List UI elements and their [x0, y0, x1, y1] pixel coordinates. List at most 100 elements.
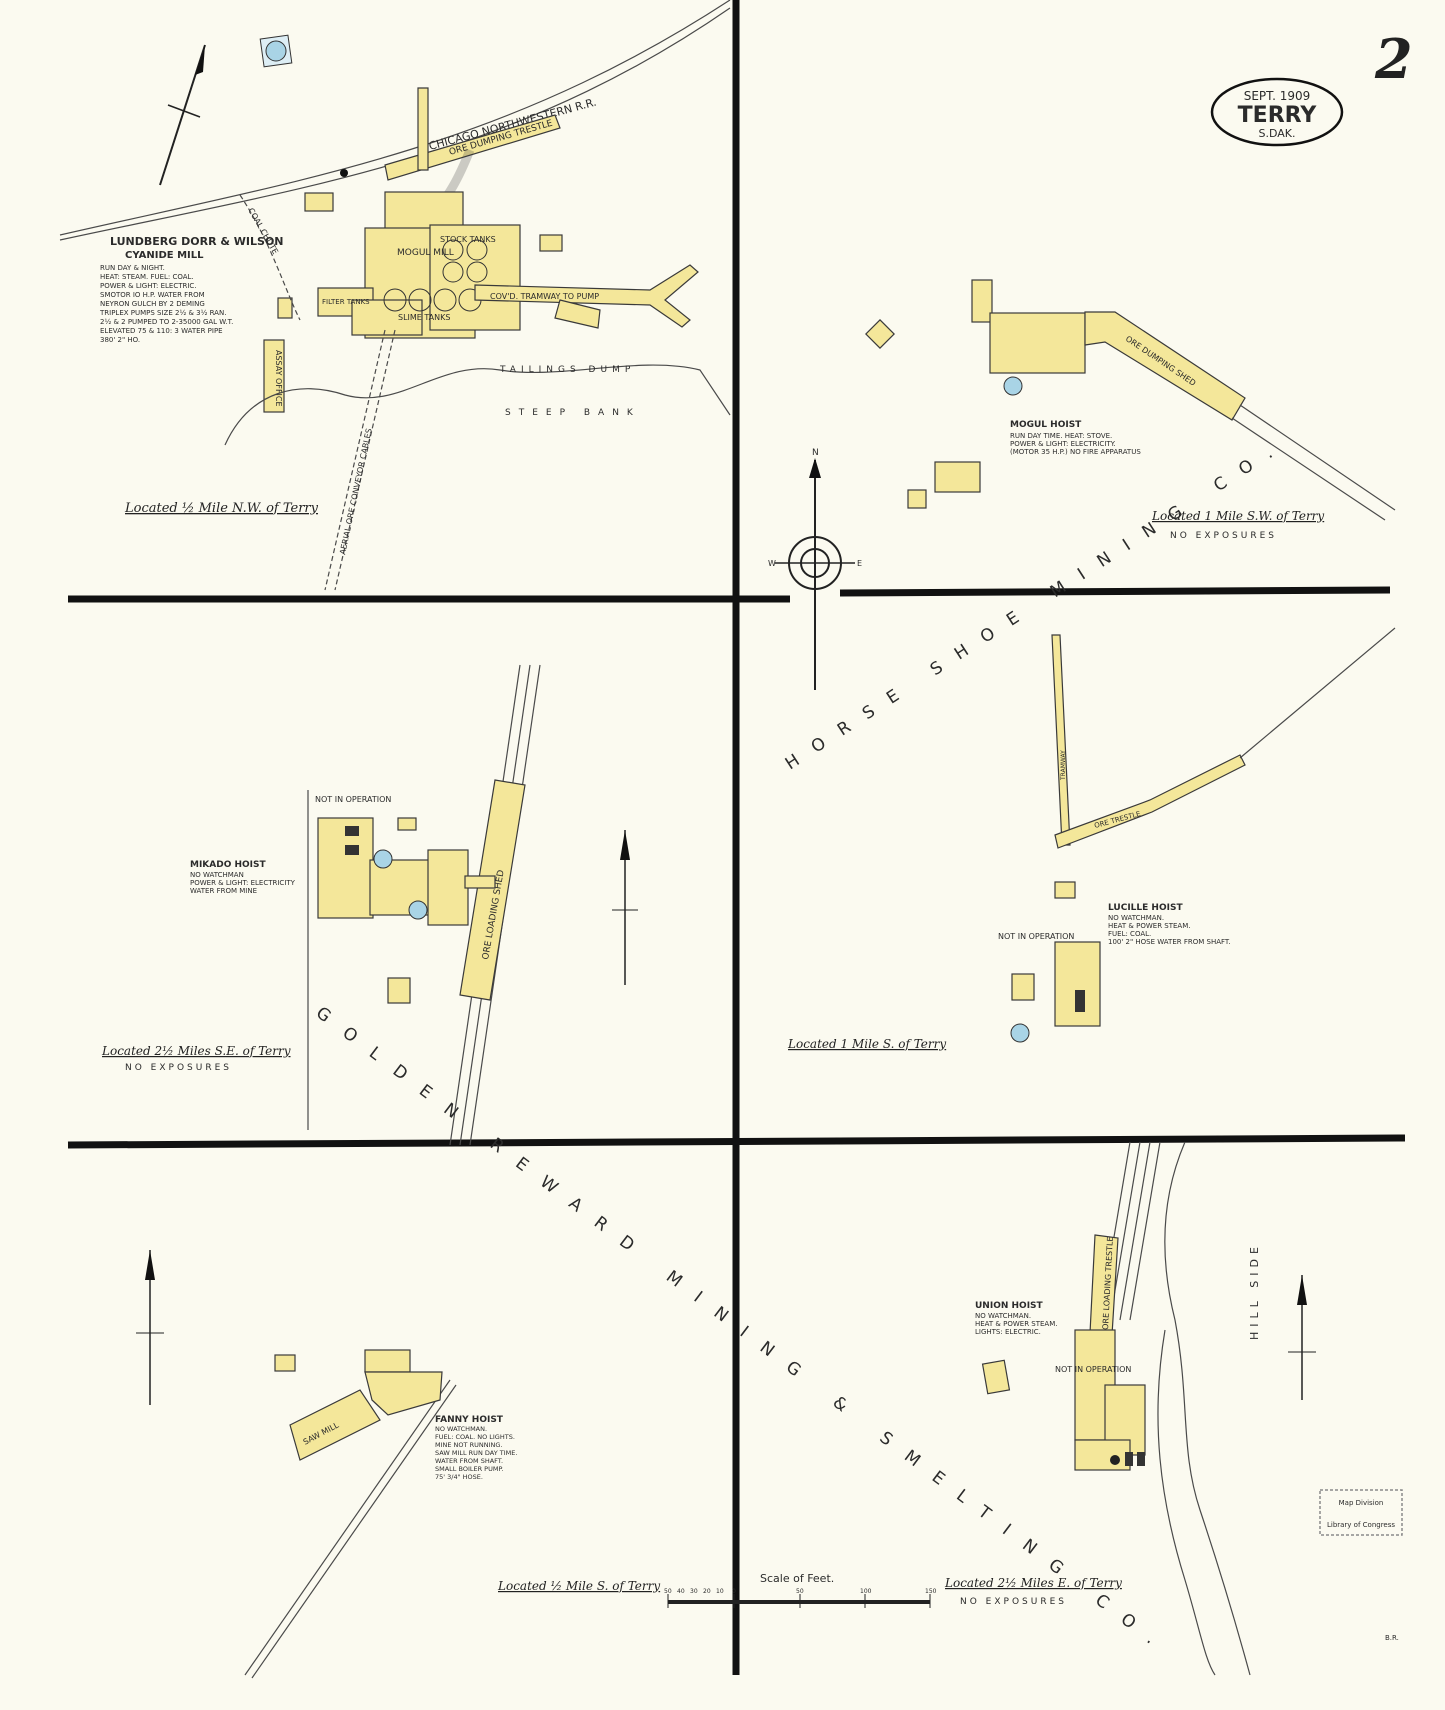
- svg-text:100: 100: [860, 1588, 872, 1595]
- svg-text:10: 10: [716, 1588, 724, 1595]
- svg-text:TRIPLEX PUMPS SIZE 2½ & 3½ RAN: TRIPLEX PUMPS SIZE 2½ & 3½ RAN.: [99, 309, 226, 317]
- w-quadrant: ORE LOADING SHED NOT IN OPERATION MIKADO…: [101, 664, 638, 1146]
- svg-text:30: 30: [690, 1588, 698, 1595]
- nw-quadrant: CHICAGO NORTHWESTERN R.R. ORE DUMPING TR…: [59, 0, 731, 591]
- w-status: NOT IN OPERATION: [315, 795, 391, 804]
- svg-text:FILTER TANKS: FILTER TANKS: [322, 298, 370, 306]
- nw-notes: RUN DAY & NIGHT. HEAT: STEAM. FUEL: COAL…: [99, 264, 233, 344]
- water-tank-icon: [1003, 376, 1023, 396]
- mill-label: MOGUL MILL: [397, 248, 454, 258]
- slime-tanks-building: [351, 299, 423, 336]
- svg-text:N: N: [812, 448, 819, 458]
- svg-text:MINE NOT RUNNING.: MINE NOT RUNNING.: [435, 1441, 502, 1449]
- aerial-conveyor: [324, 329, 386, 591]
- svg-text:TRAMWAY: TRAMWAY: [1060, 750, 1067, 781]
- library-stamp: Map Division Library of Congress: [1319, 1489, 1403, 1536]
- svg-text:WATER FROM MINE: WATER FROM MINE: [190, 887, 257, 895]
- mogul-hoist-building: [989, 312, 1086, 374]
- se-located: Located 2½ Miles E. of Terry: [944, 1576, 1122, 1590]
- fanny-hoist-building: [364, 1349, 411, 1373]
- nw-located: Located ½ Mile N.W. of Terry: [124, 501, 319, 516]
- svg-text:2½ & 2 PUMPED TO 2-35000 GAL W: 2½ & 2 PUMPED TO 2-35000 GAL W.T.: [100, 318, 233, 326]
- svg-text:0: 0: [732, 1588, 736, 1595]
- svg-text:E: E: [857, 559, 862, 568]
- svg-text:150: 150: [925, 1588, 937, 1595]
- svg-text:POWER & LIGHT: ELECTRICITY: POWER & LIGHT: ELECTRICITY: [190, 879, 296, 887]
- svg-text:SAW MILL RUN DAY TIME.: SAW MILL RUN DAY TIME.: [435, 1449, 517, 1457]
- sw-title: FANNY HOIST: [435, 1415, 504, 1425]
- w-notes: NO WATCHMAN POWER & LIGHT: ELECTRICITY W…: [190, 871, 296, 895]
- se-quadrant: ORE LOADING TRESTLE NOT IN OPERATION UNI…: [944, 1141, 1316, 1676]
- svg-text:NO WATCHMAN.: NO WATCHMAN.: [435, 1425, 487, 1433]
- svg-text:POWER & LIGHT: ELECTRICITY.: POWER & LIGHT: ELECTRICITY.: [1010, 440, 1116, 448]
- e-located: Located 1 Mile S. of Terry: [787, 1037, 946, 1051]
- e-quadrant: TRAMWAY ORE TRESTLE NOT IN OPERATION LUC…: [787, 627, 1396, 1051]
- svg-text:50: 50: [796, 1588, 804, 1595]
- golden-reward-company-label: GOLDEN REWARD MINING & SMELTING CO.: [312, 1003, 1175, 1660]
- svg-text:100' 2" HOSE WATER FROM SHAFT.: 100' 2" HOSE WATER FROM SHAFT.: [1108, 938, 1231, 946]
- svg-text:NO WATCHMAN.: NO WATCHMAN.: [1108, 914, 1164, 922]
- saw-mill-building: [289, 1389, 381, 1461]
- se-title: UNION HOIST: [975, 1301, 1044, 1311]
- svg-text:STOCK TANKS: STOCK TANKS: [440, 235, 496, 244]
- water-tank-icon: [373, 849, 393, 869]
- svg-text:RUN DAY TIME. HEAT: STOVE.: RUN DAY TIME. HEAT: STOVE.: [1010, 432, 1112, 440]
- e-notes: NO WATCHMAN. HEAT & POWER STEAM. FUEL: C…: [1108, 914, 1231, 946]
- svg-text:RUN DAY & NIGHT.: RUN DAY & NIGHT.: [100, 264, 165, 272]
- ore-trestle: [1054, 754, 1246, 849]
- svg-text:WATER FROM SHAFT.: WATER FROM SHAFT.: [435, 1457, 503, 1465]
- svg-text:ELEVATED 75 & 110: 3 WATER PIP: ELEVATED 75 & 110: 3 WATER PIPE: [100, 327, 223, 335]
- corner-mark: B.R.: [1385, 1634, 1399, 1642]
- w-title: MIKADO HOIST: [190, 860, 267, 870]
- svg-text:Library of Congress: Library of Congress: [1327, 1521, 1395, 1529]
- ore-dumping-trestle: [384, 114, 561, 181]
- ne-title: MOGUL HOIST: [1010, 420, 1082, 430]
- north-trestle: [417, 87, 429, 171]
- compass-rose-icon: N W E: [768, 448, 862, 690]
- nw-title: LUNDBERG DORR & WILSON: [110, 235, 284, 248]
- svg-text:COV'D. TRAMWAY TO PUMP: COV'D. TRAMWAY TO PUMP: [490, 292, 599, 301]
- ne-quadrant: ORE DUMPING SHED MOGUL HOIST RUN DAY TIM…: [865, 279, 1396, 541]
- horseshoe-company-label: HORSE SHOE MINING CO.: [782, 434, 1292, 775]
- svg-text:FUEL: COAL. NO LIGHTS.: FUEL: COAL. NO LIGHTS.: [435, 1433, 515, 1441]
- svg-text:HEAT & POWER STEAM.: HEAT & POWER STEAM.: [975, 1320, 1057, 1328]
- sw-quadrant: SAW MILL FANNY HOIST NO WATCHMAN. FUEL: …: [136, 1250, 660, 1679]
- hillside-label: HILL SIDE: [1248, 1242, 1261, 1340]
- svg-text:NO WATCHMAN.: NO WATCHMAN.: [975, 1312, 1031, 1320]
- svg-text:ASSAY OFFICE: ASSAY OFFICE: [274, 350, 283, 407]
- railroad-label: CHICAGO NORTHWESTERN R.R.: [427, 96, 597, 153]
- lime-house: [304, 192, 334, 212]
- svg-text:SMALL BOILER PUMP.: SMALL BOILER PUMP.: [435, 1465, 503, 1473]
- ore-loading-shed: [459, 779, 526, 1001]
- svg-text:STEEP BANK: STEEP BANK: [505, 408, 641, 418]
- svg-text:HEAT: STEAM. FUEL: COAL.: HEAT: STEAM. FUEL: COAL.: [100, 273, 194, 281]
- svg-text:Map Division: Map Division: [1339, 1499, 1384, 1507]
- svg-text:SMOTOR IO H.P. WATER FROM: SMOTOR IO H.P. WATER FROM: [100, 291, 205, 299]
- svg-text:40: 40: [677, 1588, 685, 1595]
- svg-text:FUEL: COAL.: FUEL: COAL.: [1108, 930, 1151, 938]
- e-title: LUCILLE HOIST: [1108, 903, 1183, 913]
- town-name: TERRY: [1238, 103, 1318, 128]
- ne-located: Located 1 Mile S.W. of Terry: [1151, 509, 1324, 523]
- ore-dumping-shed: [1084, 311, 1246, 421]
- svg-text:LIGHTS: ELECTRIC.: LIGHTS: ELECTRIC.: [975, 1328, 1041, 1336]
- state-name: S.DAK.: [1259, 127, 1296, 140]
- se-notes: NO WATCHMAN. HEAT & POWER STEAM. LIGHTS:…: [975, 1312, 1057, 1336]
- sheet-date: SEPT. 1909: [1244, 89, 1311, 103]
- shaft: [1054, 881, 1076, 899]
- svg-text:SLIME TANKS: SLIME TANKS: [398, 313, 450, 322]
- ne-exposures: NO EXPOSURES: [1170, 531, 1277, 541]
- svg-text:TAILINGS DUMP: TAILINGS DUMP: [499, 365, 635, 375]
- se-status: NOT IN OPERATION: [1055, 1365, 1131, 1374]
- sw-located: Located ½ Mile S. of Terry: [497, 1579, 660, 1593]
- assay-office: [263, 339, 285, 413]
- divider-top-right: [839, 586, 1391, 597]
- svg-text:HEAT & POWER STEAM.: HEAT & POWER STEAM.: [1108, 922, 1190, 930]
- svg-text:NO WATCHMAN: NO WATCHMAN: [190, 871, 244, 879]
- svg-text:380' 2" HO.: 380' 2" HO.: [100, 336, 140, 344]
- svg-text:50: 50: [664, 1588, 672, 1595]
- svg-text:W: W: [768, 559, 776, 568]
- w-located: Located 2½ Miles S.E. of Terry: [101, 1044, 291, 1058]
- divider-bottom: [67, 1134, 1406, 1149]
